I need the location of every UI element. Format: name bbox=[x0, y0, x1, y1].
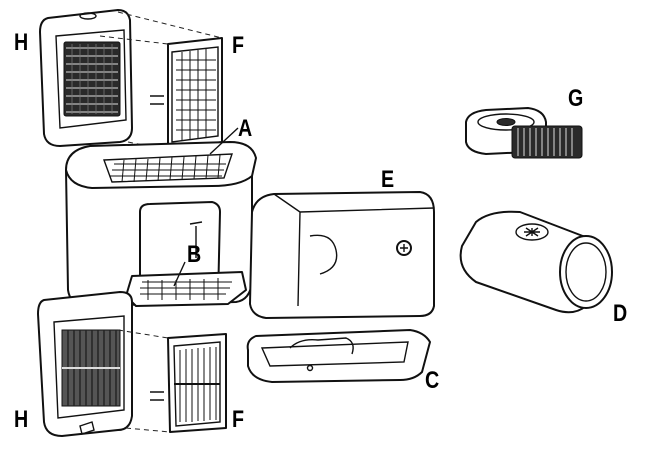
cylinder-d bbox=[459, 210, 613, 314]
top-pusher-pins bbox=[63, 41, 121, 117]
label-g: G bbox=[568, 85, 584, 112]
blade-insert-g bbox=[465, 107, 583, 159]
label-f-top: F bbox=[232, 32, 245, 59]
bottom-pusher-block bbox=[61, 329, 121, 407]
label-a: A bbox=[238, 115, 253, 142]
tray-c bbox=[246, 329, 431, 383]
label-b: B bbox=[187, 241, 202, 268]
blade-comb-g bbox=[511, 125, 583, 159]
main-body bbox=[65, 141, 257, 307]
bottom-lid-h bbox=[37, 291, 133, 437]
top-lid-h bbox=[39, 9, 133, 147]
label-f-bottom: F bbox=[232, 406, 245, 433]
label-h-bottom: H bbox=[14, 406, 29, 433]
top-grid-f bbox=[150, 37, 223, 151]
container-e bbox=[249, 191, 435, 319]
bottom-grid-f bbox=[150, 333, 227, 433]
label-h-top: H bbox=[14, 29, 29, 56]
blade-grid-a bbox=[110, 154, 226, 183]
label-d: D bbox=[613, 300, 628, 327]
label-e: E bbox=[381, 166, 395, 193]
label-c: C bbox=[425, 367, 440, 394]
tray-b bbox=[125, 271, 247, 307]
